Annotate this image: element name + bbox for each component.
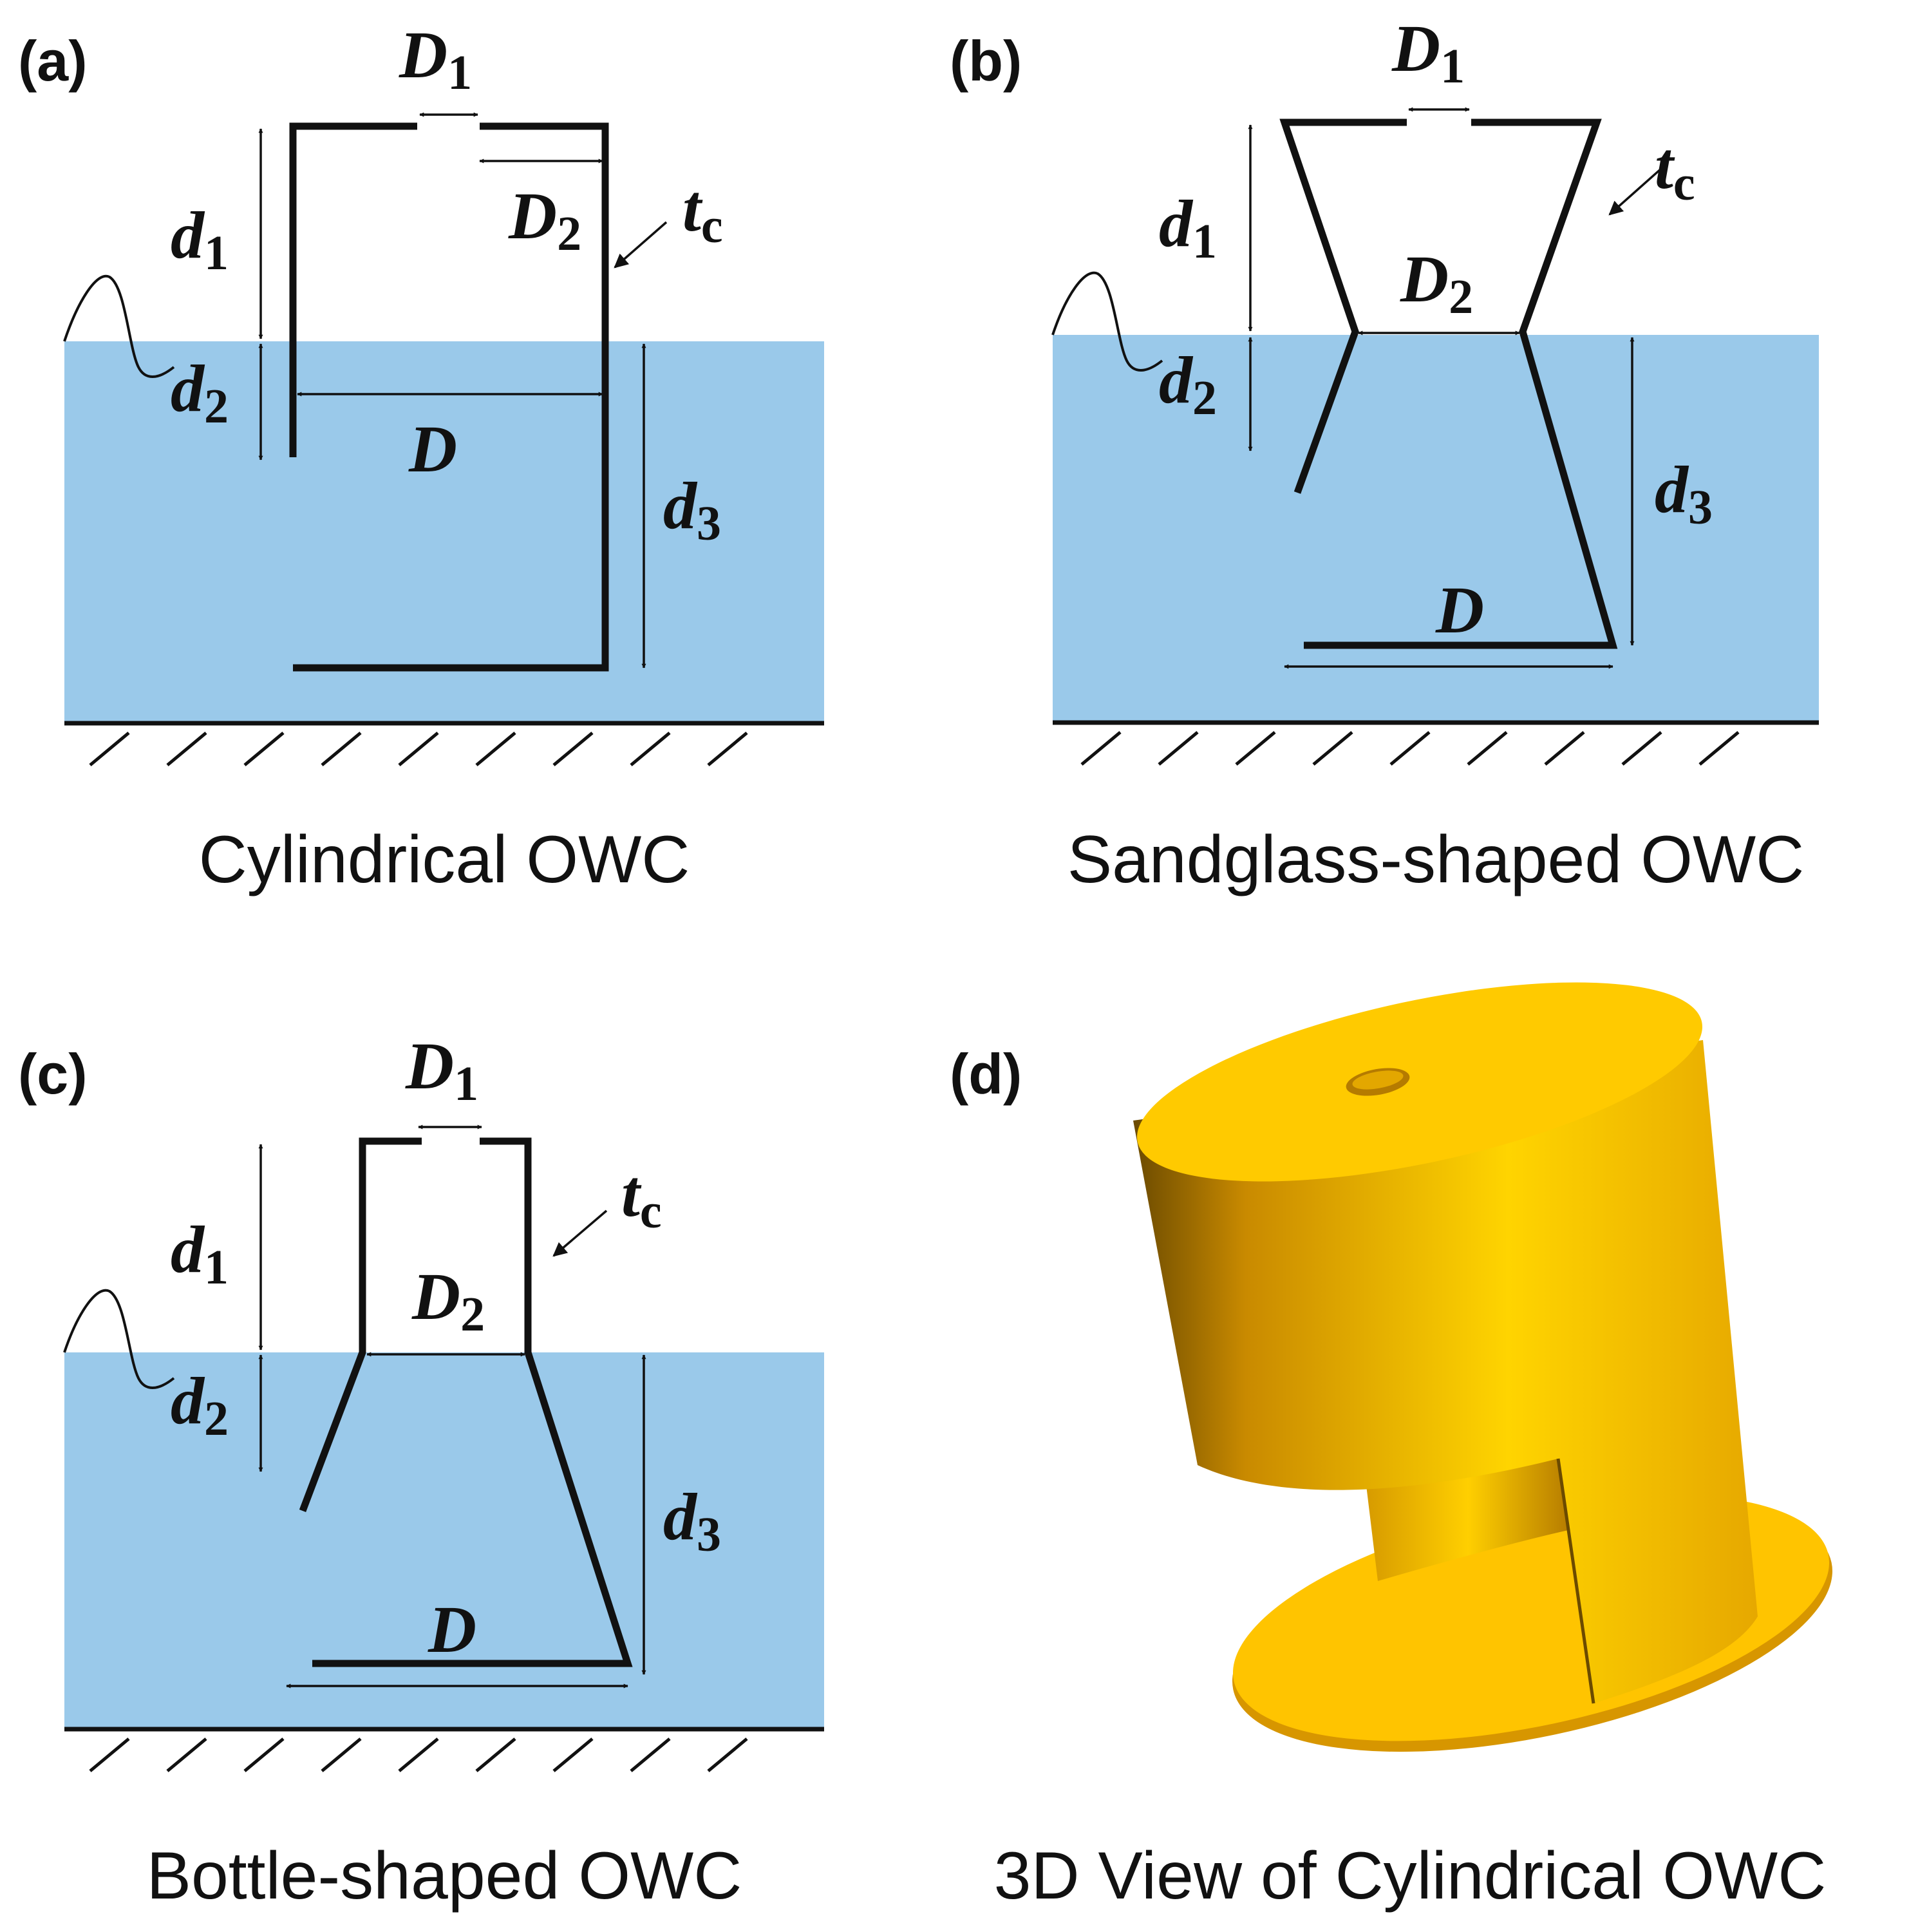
dim-D2-label: D2	[508, 179, 581, 261]
owc-structure	[299, 1137, 633, 1667]
dim-d2-label: d2	[1159, 343, 1217, 425]
panel-c-caption: Bottle-shaped OWC	[147, 1839, 742, 1913]
owc-structure	[289, 122, 609, 672]
water-region	[1053, 335, 1819, 721]
dim-D2-label: D2	[411, 1260, 485, 1341]
dimension-lines	[258, 112, 668, 668]
dim-d3-label: d3	[1655, 453, 1713, 535]
water-region	[64, 341, 824, 723]
incident-wave	[1051, 271, 1163, 372]
cylindrical-owc-3d-model	[1133, 982, 1832, 1752]
dim-d1-label: d1	[171, 198, 229, 280]
seabed-hatching	[89, 732, 748, 766]
dim-d3-label: d3	[663, 469, 721, 551]
incident-wave	[63, 1289, 175, 1389]
dimension-lines	[1248, 107, 1662, 669]
dim-D-label: D	[1435, 573, 1484, 647]
panel-b: (b) D1 D2 tc	[950, 12, 1819, 897]
panel-d: (d) 3D View of Cylindrical OWC	[950, 982, 1832, 1913]
dim-d2-label: d2	[171, 1364, 229, 1446]
panel-b-label: (b)	[950, 29, 1022, 93]
panel-c-label: (c)	[18, 1042, 88, 1106]
incident-wave	[63, 274, 175, 378]
dimension-lines	[258, 1124, 646, 1689]
dim-D2-label: D2	[1400, 242, 1473, 324]
owc-structure	[1279, 118, 1618, 649]
panel-d-label: (d)	[950, 1042, 1022, 1106]
dim-D-label: D	[408, 412, 457, 486]
dim-d1-label: d1	[1159, 187, 1217, 269]
panel-d-caption: 3D View of Cylindrical OWC	[994, 1839, 1827, 1913]
dim-tc-label: tc	[682, 171, 723, 253]
panel-c: (c) D1 D2 tc	[18, 1029, 824, 1913]
panel-a: (a) D1 D2 tc	[18, 18, 824, 897]
dim-D1-label: D1	[1391, 12, 1465, 93]
seabed-hatching	[89, 1738, 748, 1772]
dim-d2-label: d2	[171, 352, 229, 433]
dim-D1-label: D1	[405, 1029, 478, 1111]
dim-tc-label: tc	[621, 1157, 662, 1238]
dim-d3-label: d3	[663, 1480, 721, 1562]
panel-a-label: (a)	[18, 29, 88, 93]
panel-a-caption: Cylindrical OWC	[199, 822, 690, 897]
panel-b-caption: Sandglass-shaped OWC	[1067, 822, 1805, 897]
dim-d1-label: d1	[171, 1213, 229, 1294]
dim-tc-label: tc	[1655, 129, 1695, 211]
seabed-hatching	[1080, 731, 1740, 766]
dim-D1-label: D1	[399, 18, 472, 100]
dim-D-label: D	[428, 1593, 476, 1667]
